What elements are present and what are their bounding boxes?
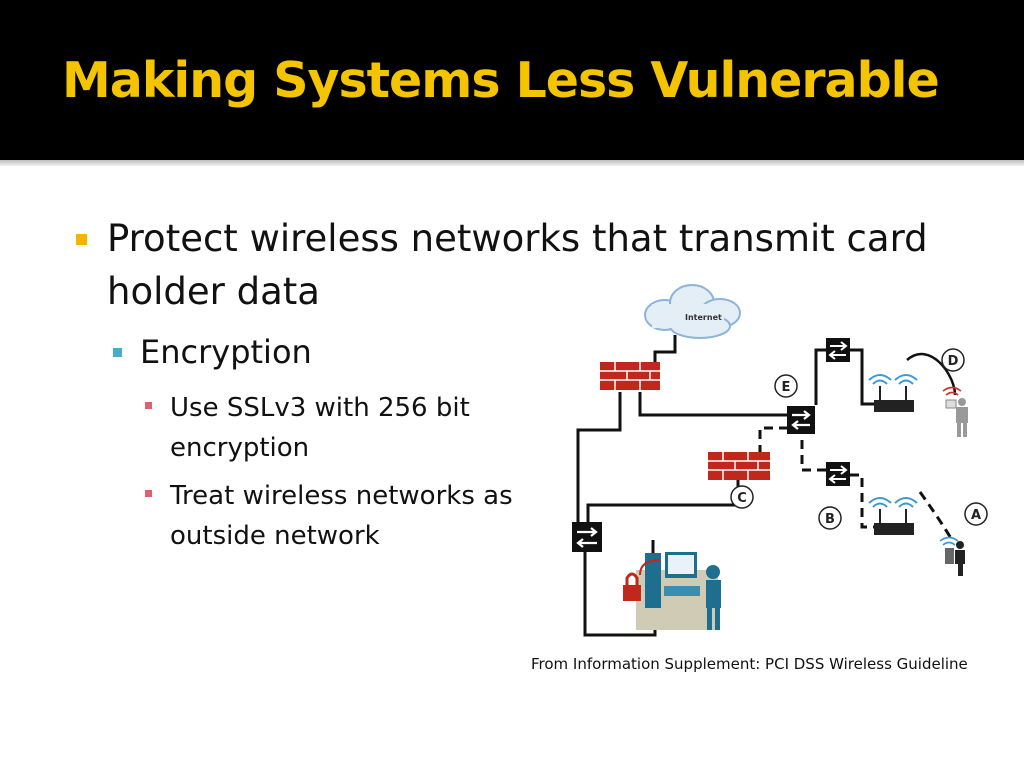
callout-label-a: A (971, 508, 981, 523)
callout-badge-d: D (941, 348, 965, 372)
internet-label: Internet (685, 313, 722, 322)
switch-icon (572, 522, 602, 552)
network-diagram: Internet (572, 284, 988, 637)
wireless-cable (906, 352, 957, 396)
wireless-dashed-links (758, 426, 954, 541)
point-of-sale-station-icon (623, 552, 721, 630)
firewall-icon (600, 362, 660, 390)
wireless-access-point-icon (868, 497, 918, 535)
figure-caption: From Information Supplement: PCI DSS Wir… (531, 655, 968, 673)
internet-cloud-icon (644, 284, 741, 339)
bullet-level2-text: Encryption (140, 333, 312, 371)
bullet-level1-text: Protect wireless networks that transmit … (107, 217, 928, 313)
callout-badge-c: C (730, 485, 754, 509)
callout-label-b: B (825, 512, 835, 527)
title-divider (0, 160, 1024, 166)
firewall-icon (708, 452, 770, 480)
bullet-square-level1 (76, 234, 87, 245)
title-bar: Making Systems Less Vulnerable (0, 0, 1024, 160)
switch-icon (826, 462, 850, 486)
switch-icon (787, 406, 815, 434)
wireless-access-point-icon (868, 374, 918, 412)
callout-label-c: C (737, 491, 747, 506)
handheld-terminal-user-icon (939, 536, 965, 576)
callout-badge-a: A (964, 502, 988, 526)
callout-badge-b: B (818, 506, 842, 530)
bullet-square-level3 (145, 402, 152, 409)
switch-icon (826, 338, 850, 362)
callout-badge-e: E (774, 374, 798, 398)
bullet-level3-text-outside: Treat wireless networks as outside netwo… (170, 481, 513, 551)
wireless-user-icon (942, 386, 968, 437)
callout-label-e: E (782, 380, 791, 395)
bullet-level3-text-ssl: Use SSLv3 with 256 bit encryption (170, 393, 470, 463)
bullet-square-level3 (145, 490, 152, 497)
slide-title: Making Systems Less Vulnerable (62, 52, 940, 109)
callout-label-d: D (948, 354, 959, 369)
bullet-square-level2 (113, 348, 122, 357)
